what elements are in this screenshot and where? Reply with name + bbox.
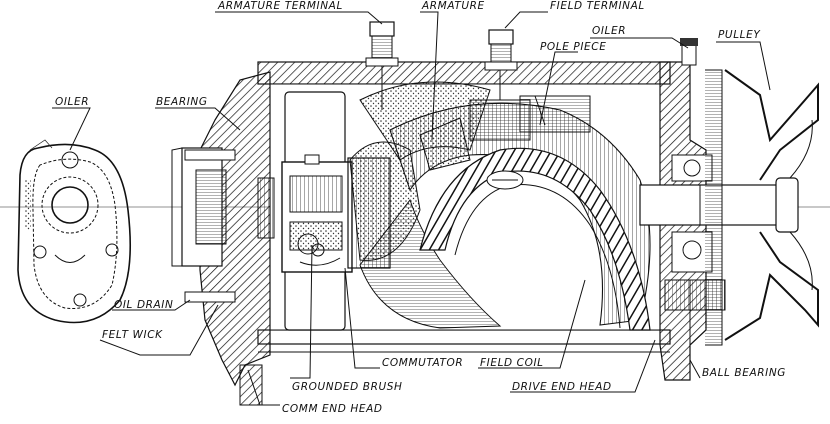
label-armature-terminal: ARMATURE TERMINAL — [217, 0, 343, 12]
label-ball-bearing: BALL BEARING — [702, 367, 786, 379]
label-drive-end-head: DRIVE END HEAD — [512, 381, 612, 393]
diagram-labels: ARMATURE TERMINAL ARMATURE FIELD TERMINA… — [55, 0, 786, 415]
armature-terminal — [365, 21, 399, 110]
label-oiler-left: OILER — [55, 96, 89, 108]
armature — [359, 81, 651, 329]
pole-piece — [519, 95, 591, 133]
label-pole-piece: POLE PIECE — [540, 41, 606, 53]
label-oil-drain: OIL DRAIN — [114, 299, 173, 311]
label-field-coil: FIELD COIL — [480, 357, 544, 369]
field-terminal — [484, 29, 518, 100]
brush-assembly — [281, 91, 353, 331]
label-grounded-brush: GROUNDED BRUSH — [292, 381, 403, 393]
label-armature: ARMATURE — [421, 0, 485, 12]
pulley — [705, 69, 819, 346]
label-oiler-right: OILER — [592, 25, 626, 37]
label-pulley: PULLEY — [718, 29, 761, 41]
oiler-end-view — [17, 139, 132, 324]
leader-lines — [52, 11, 771, 406]
label-bearing: BEARING — [156, 96, 208, 108]
label-felt-wick: FELT WICK — [102, 329, 163, 341]
label-field-terminal: FIELD TERMINAL — [550, 0, 645, 12]
field-coil — [419, 147, 651, 331]
label-comm-end-head: COMM END HEAD — [282, 403, 383, 415]
label-commutator: COMMUTATOR — [382, 357, 463, 369]
